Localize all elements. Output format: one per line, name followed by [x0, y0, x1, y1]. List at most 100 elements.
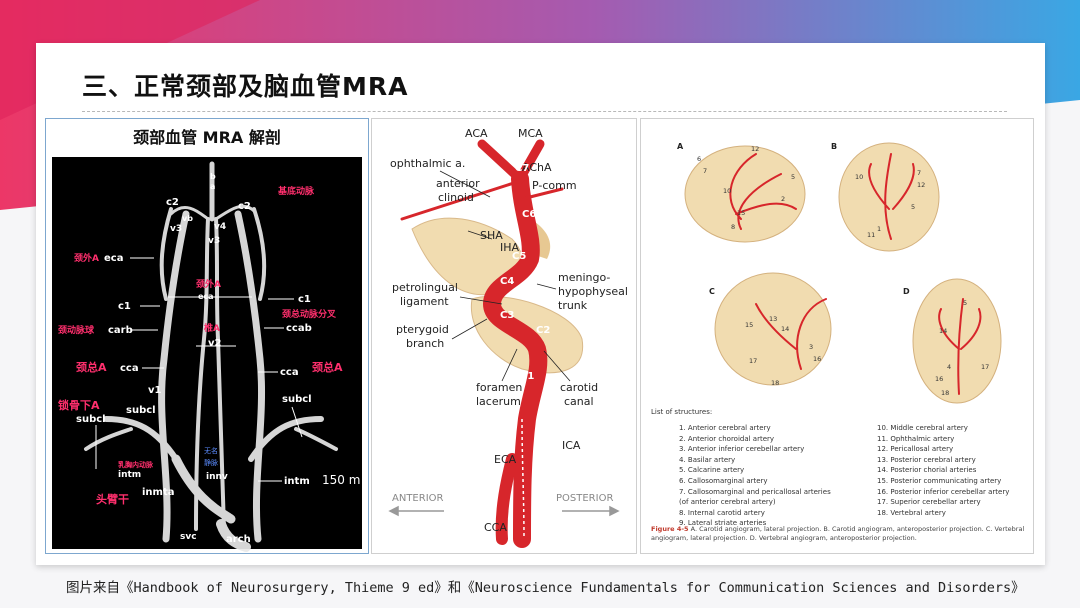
label-eca-cn: 颈外A [74, 252, 99, 264]
label-mca: MCA [518, 127, 543, 140]
label-subcl-right: subcl [282, 394, 312, 405]
structure-list-title: List of structures: [651, 408, 713, 416]
num-b-7: 7 [917, 169, 921, 177]
num-d-5: 5 [963, 299, 967, 307]
num-b-5: 5 [911, 203, 915, 211]
label-sha: SHA [480, 229, 503, 242]
label-inmta: inmta [142, 487, 175, 498]
carotid-segments-panel: ACA MCA ophthalmic a. AChA anterior clin… [371, 118, 637, 554]
num-c-14: 14 [781, 325, 789, 333]
num-a-5: 5 [791, 173, 795, 181]
view-letter-b: B [831, 142, 837, 151]
list-item: 17. Superior cerebellar artery [877, 498, 981, 507]
num-d-14: 14 [939, 327, 947, 335]
angiogram-panel: A B C D 12 6 7 5 [640, 118, 1034, 554]
label-acha: AChA [522, 161, 552, 174]
num-d-4: 4 [947, 363, 951, 371]
label-subcl-left: subcl [76, 414, 106, 425]
label-foramen-1: foramen [476, 381, 522, 394]
label-c2-left: c2 [166, 197, 179, 208]
label-intm-right: intm [284, 476, 310, 487]
num-b-1: 1 [877, 225, 881, 233]
list-item: 6. Callosomarginal artery [679, 476, 768, 485]
mra-panel-heading: 颈部血管 MRA 解剖 [46, 119, 368, 157]
num-b-12: 12 [917, 181, 925, 189]
label-anterior-clinoid-1: anterior [436, 177, 480, 190]
label-anterior-clinoid-2: clinoid [438, 191, 474, 204]
label-intm: intm [118, 470, 141, 480]
list-item: 9. Lateral striate arteries [679, 519, 767, 528]
list-item: 14. Posterior chorial arteries [877, 466, 977, 475]
num-d-16: 16 [935, 375, 943, 383]
label-cca: CCA [484, 521, 507, 534]
list-item: 13. Posterior cerebral artery [877, 455, 976, 464]
label-carb-cn: 颈动脉球 [58, 324, 95, 336]
num-a-15: 15 [737, 209, 745, 217]
label-subcl-mid: subcl [126, 405, 156, 416]
slide-card: 三、正常颈部及脑血管MRA 颈部血管 MRA 解剖 [36, 43, 1045, 565]
label-carotid-canal-2: canal [564, 395, 594, 408]
label-meningo-3: trunk [558, 299, 588, 312]
mra-image: 基底动脉 颈外A 颈外A 颈动脉球 颈总动脉分叉 椎A 颈总A 颈总A 锁骨下A… [52, 157, 362, 552]
view-letter-d: D [903, 287, 910, 296]
label-foramen-2: lacerum [476, 395, 521, 408]
label-meningo-1: meningo- [558, 271, 610, 284]
label-anterior-dir: ANTERIOR [392, 493, 444, 504]
list-item: 18. Vertebral artery [877, 508, 946, 517]
label-pterygoid-1: pterygoid [396, 323, 449, 336]
num-a-10: 10 [723, 187, 731, 195]
label-posterior-dir: POSTERIOR [556, 493, 613, 504]
num-c-3: 3 [809, 343, 813, 351]
structure-list-left: 1. Anterior cerebral artery 2. Anterior … [679, 423, 831, 529]
title-divider [82, 111, 1007, 112]
label-eca-mid-cn: 颈外A [196, 278, 221, 290]
list-item: 16. Posterior inferior cerebellar artery [877, 487, 1010, 496]
label-basilar-cn: 基底动脉 [277, 185, 315, 197]
label-pcomm: P-comm [532, 179, 577, 192]
label-carotid-canal-1: carotid [560, 381, 598, 394]
list-item: 1. Anterior cerebral artery [679, 424, 771, 432]
figure-caption: Figure 4-5 A. Carotid angiogram, lateral… [651, 525, 1031, 543]
list-item: 10. Middle cerebral artery [877, 424, 968, 432]
label-innv-cn1: 无名 [204, 446, 218, 455]
label-v2: v2 [208, 338, 222, 349]
slide-title: 三、正常颈部及脑血管MRA [82, 72, 409, 101]
label-ccab-cn: 颈总动脉分叉 [282, 308, 337, 320]
label-ica: ICA [562, 439, 581, 452]
source-caption: 图片来自《Handbook of Neurosurgery, Thieme 9 … [66, 580, 1025, 596]
num-c-16: 16 [813, 355, 821, 363]
num-b-10: 10 [855, 173, 863, 181]
label-c1-right: c1 [298, 294, 311, 305]
label-cca-left: cca [120, 363, 139, 374]
label-petrolingual-2: ligament [400, 295, 449, 308]
label-meningo-2: hypophyseal [558, 285, 628, 298]
num-c-15: 15 [745, 321, 753, 329]
label-subcl-left-cn: 锁骨下A [58, 398, 100, 412]
label-svc: svc [180, 532, 197, 542]
structure-list-right: 10. Middle cerebral artery 11. Ophthalmi… [877, 423, 1009, 518]
label-c3: C3 [500, 310, 514, 321]
num-a-6: 6 [697, 155, 701, 163]
label-eca: eca [104, 253, 123, 264]
list-item: 4. Basilar artery [679, 455, 736, 464]
carotid-diagram: ACA MCA ophthalmic a. AChA anterior clin… [372, 119, 636, 553]
label-cca-right: cca [280, 367, 299, 378]
label-innv: innv [206, 472, 228, 482]
view-letter-c: C [709, 287, 715, 296]
list-item: 3. Anterior inferior cerebellar artery [679, 445, 805, 454]
label-ba-a: a [210, 182, 215, 191]
view-letter-a: A [677, 142, 684, 151]
list-item: 7. Callosomarginal and pericallosal arte… [679, 487, 831, 496]
label-innv-cn2: 静脉 [204, 458, 218, 467]
list-item: 12. Pericallosal artery [877, 445, 954, 454]
label-ccab: ccab [286, 323, 312, 334]
label-v1: v1 [148, 385, 162, 396]
label-petrolingual-1: petrolingual [392, 281, 458, 294]
label-ophthalmic: ophthalmic a. [390, 157, 465, 170]
list-item: 8. Internal carotid artery [679, 508, 765, 517]
label-inmta-cn: 头臂干 [96, 492, 129, 506]
figure-caption-text: A. Carotid angiogram, lateral projection… [651, 525, 1025, 542]
label-c6: C6 [522, 209, 536, 220]
label-ba-b: b [210, 172, 216, 181]
label-v3-right: v3 [208, 236, 220, 246]
